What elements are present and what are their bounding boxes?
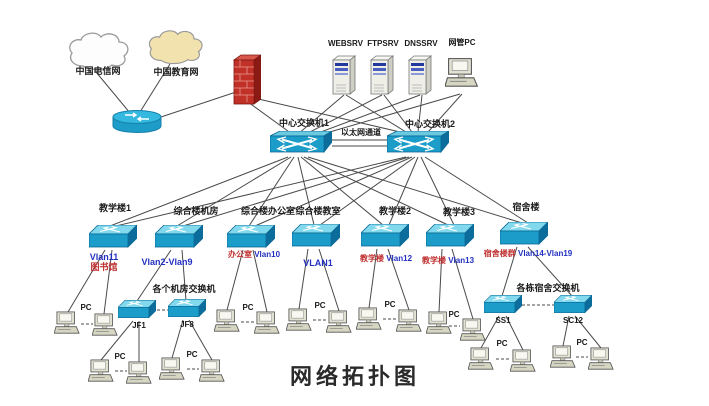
pc-icon <box>88 359 116 383</box>
sc12-switch-label: SC12 <box>562 316 583 325</box>
building2-switch-icon <box>361 224 409 250</box>
complex-office-note-label: 办公室 <box>227 250 252 259</box>
pc-icon <box>214 309 242 333</box>
building2-vlan-label: Vlan12 <box>386 254 413 263</box>
sc12-switch-icon <box>554 295 592 316</box>
building3-switch-label: 教学楼3 <box>442 207 475 217</box>
building3-switch-icon <box>426 224 474 250</box>
pc-icon <box>460 318 488 342</box>
pc-pair-label: PC <box>80 303 92 312</box>
pc-pair-label: PC <box>384 300 396 309</box>
building3-note-label: 教学楼 <box>421 256 446 265</box>
jf1-switch-icon <box>118 300 156 321</box>
ftpsrv-server-icon <box>370 55 394 95</box>
pc-icon <box>54 311 82 335</box>
pc-icon <box>588 347 616 371</box>
ss1-switch-icon <box>484 295 522 316</box>
mgmt-pc-icon <box>445 57 481 89</box>
complex-office-switch-label: 综合楼办公室 <box>240 206 295 216</box>
complex-classroom-vlan-label: VLAN1 <box>303 258 333 268</box>
mgmt-pc-label: 网管PC <box>448 38 476 47</box>
diagram-title: 网络拓扑图 <box>290 364 421 389</box>
building1-vlan-label: Vlan11 <box>89 252 119 262</box>
building3-vlan-label: Vlan13 <box>448 256 475 265</box>
websrv-label: WEBSRV <box>328 39 363 48</box>
complex-office-vlan-label: Vlan10 <box>254 250 281 259</box>
dorm-switch-icon <box>500 222 548 248</box>
core-switch1-icon <box>270 131 332 157</box>
dnssrv-server-icon <box>408 55 432 95</box>
pc-icon <box>510 349 538 373</box>
complex-classroom-switch-label: 综合楼教室 <box>295 206 341 216</box>
jf8-switch-label: JF8 <box>180 320 194 329</box>
dorm-vlan-row: 宿舍楼群 Vlan14-Vlan19 <box>474 249 582 258</box>
complex-classroom-switch-icon <box>292 224 340 250</box>
ftpsrv-label: FTPSRV <box>367 39 399 48</box>
building1-switch-icon <box>89 225 137 251</box>
building2-vlan-row: 教学楼 Vlan12 <box>350 254 422 263</box>
core-switch1-label: 中心交换机1 <box>278 118 329 128</box>
pc-icon <box>468 347 496 371</box>
complex-office-vlan-row: 办公室 Vlan10 <box>218 250 290 259</box>
building1-note-label: 图书馆 <box>90 262 118 272</box>
dorm-note-label: 宿舍楼群 <box>483 249 516 258</box>
jf1-switch-label: JF1 <box>132 321 146 330</box>
pc-pair-label: PC <box>576 338 588 347</box>
pc-pair-label: PC <box>448 310 460 319</box>
pc-icon <box>254 311 282 335</box>
dorm-switch-group-label: 各栋宿舍交换机 <box>516 283 580 293</box>
core-switch2-label: 中心交换机2 <box>404 119 455 129</box>
building2-note-label: 教学楼 <box>359 254 384 263</box>
education-cloud-icon <box>143 28 207 66</box>
core-switch2-icon <box>387 131 449 157</box>
pc-icon <box>356 307 384 331</box>
pc-icon <box>199 359 227 383</box>
pc-icon <box>396 309 424 333</box>
pc-pair-label: PC <box>114 352 126 361</box>
pc-pair-label: PC <box>242 303 254 312</box>
room-switch-group-label: 各个机房交换机 <box>152 284 216 294</box>
telecom-cloud-label: 中国电信网 <box>75 66 121 76</box>
dnssrv-label: DNSSRV <box>404 39 438 48</box>
dorm-switch-label: 宿舍楼 <box>512 202 540 212</box>
pc-icon <box>92 313 120 337</box>
complex-room-vlan-label: Vlan2-Vlan9 <box>141 257 193 267</box>
pc-icon <box>126 361 154 385</box>
complex-room-switch-icon <box>155 225 203 251</box>
ss1-switch-label: SS1 <box>495 316 511 325</box>
websrv-server-icon <box>332 55 356 95</box>
router-icon <box>112 110 162 134</box>
building2-switch-label: 教学楼2 <box>378 206 411 216</box>
pc-icon <box>286 308 314 332</box>
pc-pair-label: PC <box>186 350 198 359</box>
education-cloud-label: 中国教育网 <box>153 67 199 77</box>
complex-room-switch-label: 综合楼机房 <box>173 206 219 216</box>
pc-pair-label: PC <box>496 339 508 348</box>
pc-pair-label: PC <box>314 301 326 310</box>
building3-vlan-row: 教学楼 Vlan13 <box>412 256 484 265</box>
pc-icon <box>159 357 187 381</box>
ethernet-channel-label: 以太网通道 <box>341 128 381 137</box>
dorm-vlan-label: Vlan14-Vlan19 <box>517 249 573 258</box>
building1-switch-label: 教学楼1 <box>98 203 131 213</box>
pc-icon <box>326 310 354 334</box>
jf8-switch-icon <box>168 299 206 320</box>
pc-icon <box>550 345 578 369</box>
complex-office-switch-icon <box>227 225 275 251</box>
firewall-icon <box>233 54 261 106</box>
